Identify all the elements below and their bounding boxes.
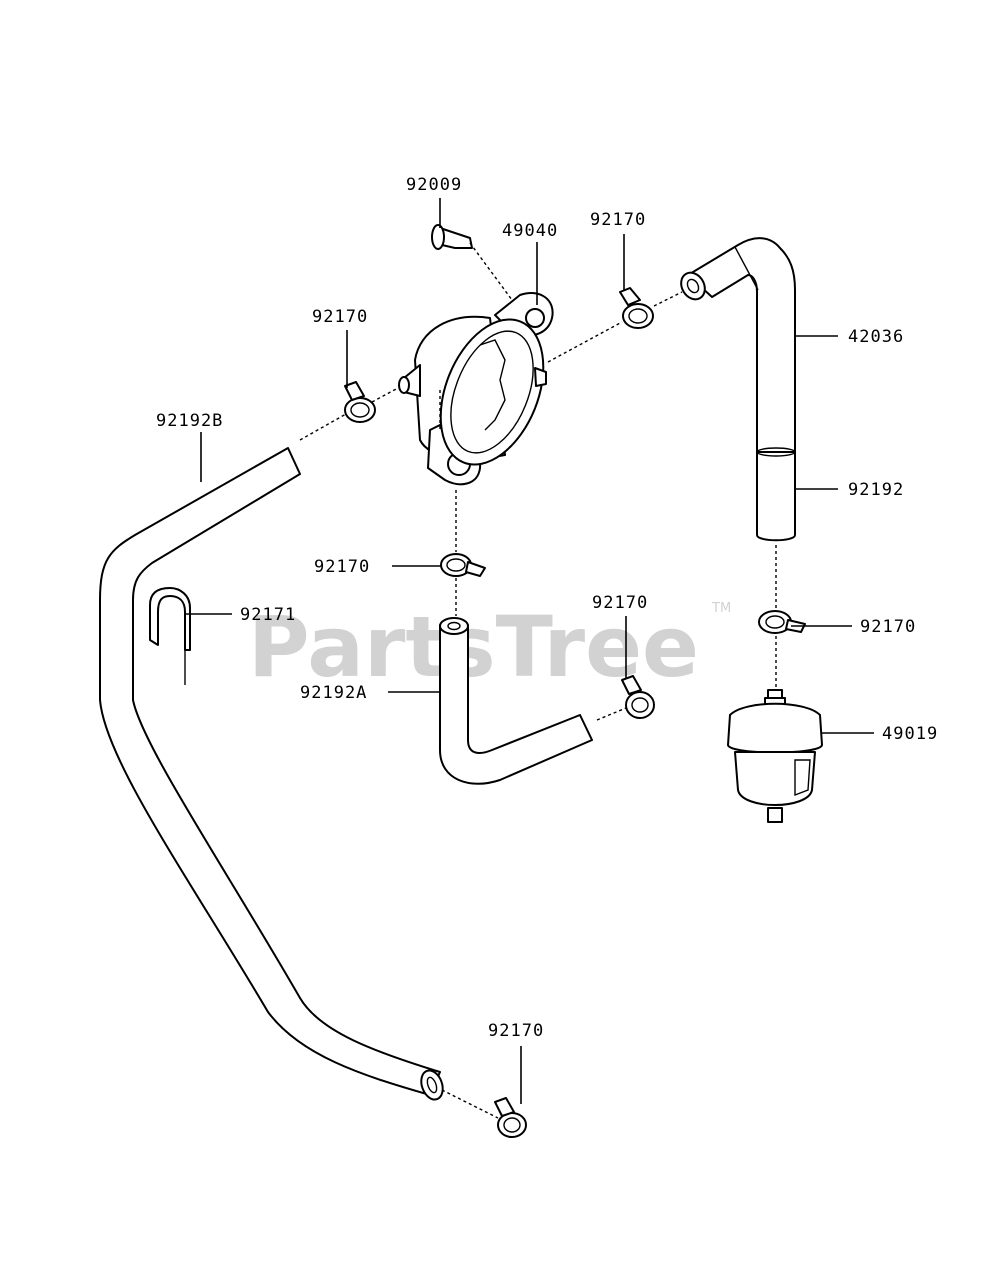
label-49019: 49019: [882, 724, 938, 744]
hose-clamp-left[interactable]: [344, 381, 376, 423]
clip-92171[interactable]: [149, 587, 191, 685]
label-92009: 92009: [406, 175, 462, 195]
leader-lines: [185, 198, 874, 1119]
label-92170-mid: 92170: [592, 593, 648, 613]
label-92170-center: 92170: [314, 557, 370, 577]
label-92170-top: 92170: [590, 210, 646, 230]
bolt-92009[interactable]: [431, 224, 473, 250]
hose-clamp-center[interactable]: [440, 553, 486, 577]
hose-clamp-top[interactable]: [619, 287, 654, 329]
fuel-filter-49019[interactable]: [727, 689, 823, 823]
label-92192a: 92192A: [300, 683, 367, 703]
label-49040: 49040: [502, 221, 558, 241]
label-92170-right: 92170: [860, 617, 916, 637]
hose-92192[interactable]: [756, 447, 796, 542]
label-92170-bottom: 92170: [488, 1021, 544, 1041]
fuel-pump-49040[interactable]: [398, 292, 563, 486]
hose-clamp-bottom[interactable]: [494, 1097, 527, 1138]
trademark-mark: TM: [711, 601, 731, 616]
hose-92192a[interactable]: [439, 617, 593, 785]
hose-clamp-mid[interactable]: [621, 675, 655, 719]
label-92170-left: 92170: [312, 307, 368, 327]
label-92192b: 92192B: [156, 411, 223, 431]
label-92171: 92171: [240, 605, 296, 625]
label-42036: 42036: [848, 327, 904, 347]
hose-42036[interactable]: [676, 237, 796, 456]
hose-92192b[interactable]: [99, 447, 447, 1103]
label-92192: 92192: [848, 480, 904, 500]
hose-clamp-right[interactable]: [758, 610, 806, 634]
